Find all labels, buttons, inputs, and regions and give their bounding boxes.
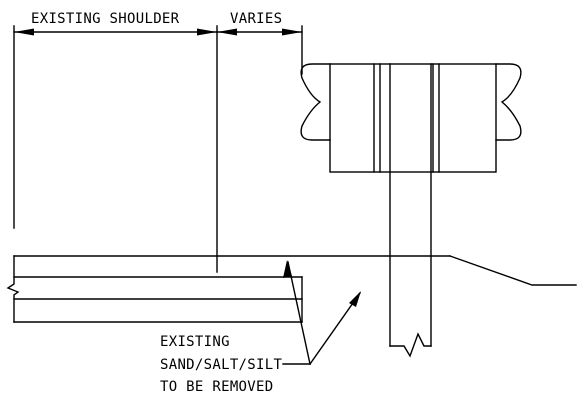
leader-arrowhead-1 [283, 260, 292, 278]
existing-shoulder-label: EXISTING SHOULDER [31, 11, 180, 27]
layer-left-break [6, 255, 20, 323]
callout-group: EXISTING SAND/SALT/SILT TO BE REMOVED [160, 260, 361, 395]
post-break-line [389, 332, 432, 358]
callout-line-1: EXISTING [160, 334, 230, 350]
slope-line [449, 255, 577, 286]
guardrail-w-beam [300, 63, 522, 173]
w-beam-right-profile [495, 63, 522, 141]
arrowhead-left [14, 28, 34, 36]
pavement-layers [6, 255, 577, 323]
blockout-rectangle [329, 63, 497, 173]
guardrail-post [389, 63, 432, 358]
dimension-group: EXISTING SHOULDER VARIES [13, 11, 303, 273]
arrowhead-varies-left [217, 28, 237, 36]
leader-arrowhead-2 [349, 291, 361, 307]
callout-line-2: SAND/SALT/SILT [160, 357, 282, 373]
arrowhead-shoulder-right [197, 28, 217, 36]
w-beam-left-profile [300, 63, 331, 141]
callout-line-3: TO BE REMOVED [160, 379, 273, 395]
arrowhead-varies-right [282, 28, 302, 36]
leader-to-surface [287, 261, 311, 365]
leader-to-layer [309, 292, 361, 365]
varies-label: VARIES [230, 11, 282, 27]
